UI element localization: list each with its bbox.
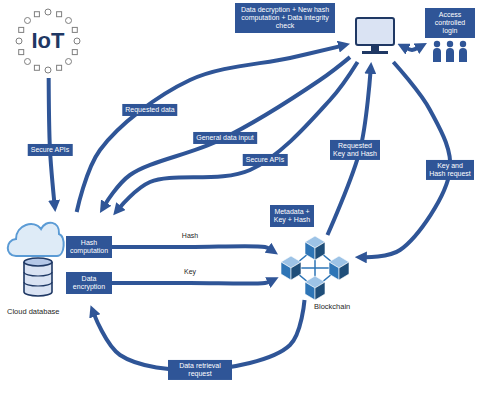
process-text: Hash computation	[66, 236, 112, 258]
people-icon	[433, 41, 467, 62]
cloud-database-node: Cloud databaseHash computationData encry…	[6, 212, 112, 306]
blockchain-icon	[281, 236, 349, 300]
flow-arrow	[105, 57, 350, 205]
iot-title: IoT	[32, 28, 65, 53]
node-caption: Cloud database	[6, 308, 61, 317]
process-text: Data encryption	[66, 272, 112, 294]
edge-label: Requested data	[122, 104, 177, 116]
edge-label: Key	[183, 268, 197, 276]
process-box: Access controlled login	[425, 8, 475, 38]
iot-node: IoT	[12, 4, 84, 78]
flow-arrow	[112, 281, 270, 283]
edge-label: Hash	[181, 232, 199, 240]
metadata-box: Metadata + Key + Hash	[270, 205, 314, 227]
computer-icon	[356, 18, 394, 54]
edge-label: General data input	[193, 132, 257, 144]
flow-arrow	[49, 78, 55, 202]
iot-icon	[16, 9, 80, 73]
edge-label: Data retrieval request	[168, 360, 232, 380]
computer-node: Data decryption + New hash computation +…	[350, 14, 400, 62]
cloud-database-icon	[8, 223, 64, 296]
edge-label: Secure APIs	[28, 144, 73, 156]
node-caption: Blockchain	[313, 303, 351, 312]
edge-label: Key and Hash request	[426, 160, 474, 180]
process-box: Hash computation	[66, 236, 112, 258]
process-box: Data encryption	[66, 272, 112, 294]
users-node: Access controlled login	[425, 8, 475, 64]
blockchain-node: Metadata + Key + HashBlockchain	[275, 235, 355, 300]
flow-arrow	[112, 246, 270, 249]
flow-arrow	[119, 62, 357, 208]
flow-arrow	[406, 48, 419, 50]
process-box: Data decryption + New hash computation +…	[235, 3, 335, 33]
edge-label: Secure APIs	[243, 154, 288, 166]
edge-label: Requested Key and Hash	[330, 140, 380, 160]
